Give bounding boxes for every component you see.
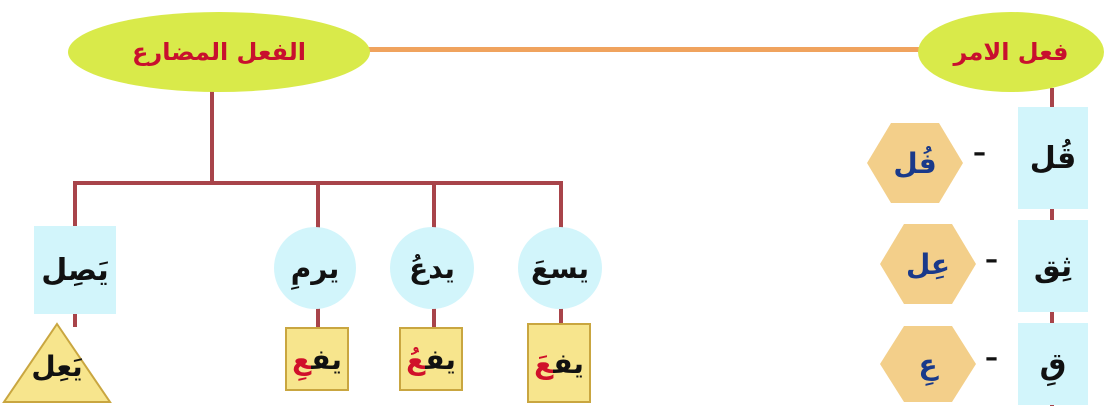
verb-circle-yarmi: يرمِ [274, 227, 356, 309]
amr-pattern-1: فُل [893, 146, 937, 180]
amr-verb-box-1: قُل [1018, 107, 1088, 209]
amr-pattern-2: عِل [905, 247, 951, 281]
connector-yarmi [316, 305, 320, 327]
mudari-title: الفعل المضارع [131, 38, 307, 66]
amr-dash-1: – [973, 138, 986, 168]
branch-drop-yasa [559, 181, 563, 229]
wasl-pattern-triangle [2, 322, 112, 403]
amr-verb-1: قُل [1029, 140, 1077, 176]
pattern-yasa-last: عَ [534, 346, 554, 380]
pattern-box-yadu: يفعُ [399, 327, 463, 391]
amr-pattern-hex-1: فُل [867, 123, 963, 203]
wasl-verb: يَصِل [41, 252, 109, 288]
amr-verb-2: ثِق [1033, 248, 1073, 284]
branch-drop-yarmi [316, 181, 320, 229]
connector-yasa [559, 305, 563, 327]
verb-circle-yadu: يدعُ [390, 227, 474, 309]
pattern-box-yarmi: يفعِ [285, 327, 349, 391]
amr-dash-3: – [985, 343, 998, 373]
wasl-pattern: يَعِل [31, 349, 83, 383]
branch-drop-wasl [73, 181, 77, 229]
amr-verb-box-2: ثِق [1018, 220, 1088, 312]
amr-dash-2: – [985, 245, 998, 275]
branch-drop-yadu [432, 181, 436, 229]
mudari-ellipse: الفعل المضارع [68, 12, 370, 92]
verb-yadu: يدعُ [409, 251, 455, 285]
top-connector-line [360, 47, 930, 52]
pattern-yadu: يفعُ [406, 342, 456, 376]
amr-verb-box-3: قِ [1018, 323, 1088, 405]
pattern-yarmi: يفعِ [292, 342, 342, 376]
pattern-yarmi-last: عِ [292, 342, 312, 376]
verb-yarmi: يرمِ [290, 251, 340, 285]
wasl-verb-box: يَصِل [34, 226, 116, 314]
tree-trunk-line [210, 88, 214, 183]
verb-circle-yasa: يسعَ [518, 227, 602, 309]
amr-title: فعل الامر [953, 38, 1069, 66]
pattern-yasa: يفعَ [534, 346, 584, 380]
connector-wasl [73, 305, 77, 327]
amr-pattern-hex-2: عِل [880, 224, 976, 304]
pattern-yadu-last: عُ [406, 342, 426, 376]
verb-yasa: يسعَ [530, 251, 590, 285]
amr-ellipse: فعل الامر [918, 12, 1104, 92]
pattern-box-yasa: يفعَ [527, 323, 591, 403]
amr-pattern-3: عِ [918, 347, 938, 381]
amr-pattern-hex-3: عِ [880, 326, 976, 402]
connector-yadu [432, 305, 436, 327]
amr-verb-3: قِ [1039, 346, 1067, 382]
